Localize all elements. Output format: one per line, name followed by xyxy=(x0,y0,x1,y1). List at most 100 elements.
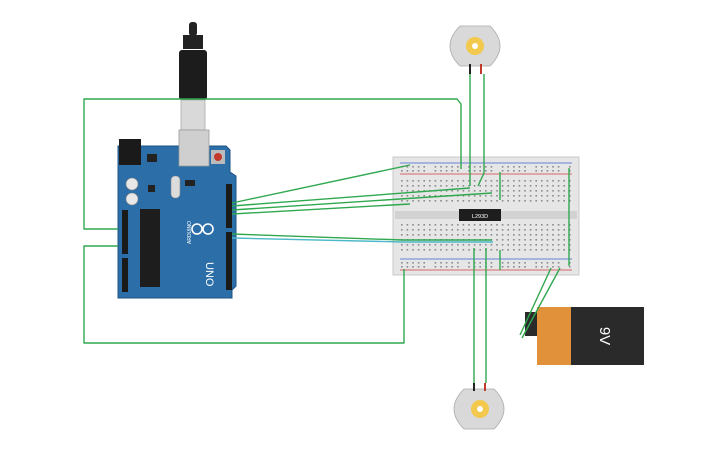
breadboard-hole xyxy=(529,234,532,236)
usb-cable[interactable] xyxy=(179,22,207,131)
wire-5v-loop[interactable] xyxy=(83,98,462,230)
breadboard-hole xyxy=(451,190,453,192)
breadboard-hole xyxy=(524,170,526,172)
breadboard-hole xyxy=(423,180,425,182)
breadboard-hole xyxy=(434,195,437,197)
breadboard-hole xyxy=(417,234,420,236)
breadboard-hole xyxy=(445,180,448,182)
wire-pin-8[interactable] xyxy=(231,237,493,243)
battery-connector xyxy=(525,312,537,336)
breadboard-hole xyxy=(451,244,453,246)
breadboard-hole xyxy=(552,244,554,246)
breadboard-hole xyxy=(541,224,543,226)
breadboard-hole xyxy=(490,190,493,192)
breadboard-hole xyxy=(490,185,493,187)
breadboard-hole xyxy=(557,170,560,172)
breadboard-hole xyxy=(473,200,476,202)
breadboard-hole xyxy=(401,224,403,226)
breadboard-hole xyxy=(440,180,442,182)
battery-9v[interactable]: 9V xyxy=(525,307,644,365)
wire-pin-11[interactable] xyxy=(231,192,493,211)
breadboard-hole xyxy=(462,190,465,192)
breadboard-hole xyxy=(473,180,476,182)
wire-pin-12[interactable] xyxy=(231,187,471,207)
breadboard-hole xyxy=(445,262,448,264)
wire-pin-13[interactable] xyxy=(231,164,411,204)
breadboard-hole xyxy=(490,234,493,236)
breadboard-hole xyxy=(529,180,532,182)
breadboard-hole xyxy=(445,166,448,168)
breadboard-hole xyxy=(557,262,560,264)
breadboard-hole xyxy=(518,239,521,241)
breadboard-hole xyxy=(563,180,565,182)
breadboard-hole xyxy=(417,262,420,264)
breadboard-hole xyxy=(434,200,437,202)
atmega-chip xyxy=(140,209,160,287)
breadboard-hole xyxy=(569,170,571,172)
breadboard-hole xyxy=(507,239,509,241)
breadboard-hole xyxy=(546,234,549,236)
breadboard-hole xyxy=(518,262,521,264)
breadboard-hole xyxy=(417,195,420,197)
breadboard-hole xyxy=(529,190,532,192)
breadboard-hole xyxy=(417,266,420,268)
breadboard-hole xyxy=(569,244,571,246)
breadboard-hole xyxy=(535,185,537,187)
breadboard-hole xyxy=(485,195,487,197)
dc-motor-bottom[interactable] xyxy=(453,383,505,430)
breadboard-hole xyxy=(468,249,470,251)
breadboard-hole xyxy=(507,266,509,268)
breadboard-hole xyxy=(563,234,565,236)
breadboard-hole xyxy=(412,234,414,236)
breadboard-hole xyxy=(423,185,425,187)
breadboard-hole xyxy=(557,195,560,197)
breadboard-hole xyxy=(513,266,515,268)
breadboard-hole xyxy=(445,185,448,187)
breadboard-hole xyxy=(440,200,442,202)
breadboard-hole xyxy=(479,229,481,231)
breadboard-hole xyxy=(557,185,560,187)
breadboard-hole xyxy=(412,262,414,264)
breadboard-hole xyxy=(507,229,509,231)
breadboard-hole xyxy=(529,224,532,226)
wire-pin-9[interactable] xyxy=(231,233,492,241)
breadboard-hole xyxy=(546,224,549,226)
breadboard-hole xyxy=(451,170,453,172)
breadboard-hole xyxy=(468,229,470,231)
breadboard-hole xyxy=(507,249,509,251)
breadboard-hole xyxy=(429,180,431,182)
breadboard-hole xyxy=(546,166,549,168)
breadboard-hole xyxy=(468,180,470,182)
l293d-chip[interactable]: L293D xyxy=(459,209,501,221)
wire-battery-positive[interactable] xyxy=(519,267,552,336)
wire-pin-10[interactable] xyxy=(231,203,411,215)
breadboard-hole xyxy=(501,166,504,168)
voltage-regulator xyxy=(147,154,157,162)
breadboard-hole xyxy=(423,166,425,168)
breadboard-hole xyxy=(569,185,571,187)
breadboard-hole xyxy=(457,229,459,231)
breadboard-hole xyxy=(529,185,532,187)
breadboard-hole xyxy=(412,229,414,231)
breadboard-hole xyxy=(457,180,459,182)
breadboard-hole xyxy=(513,170,515,172)
breadboard-hole xyxy=(479,170,481,172)
breadboard-hole xyxy=(546,249,549,251)
breadboard-hole xyxy=(552,185,554,187)
reset-button-cap[interactable] xyxy=(214,153,222,161)
breadboard-hole xyxy=(490,244,493,246)
dc-motor-top[interactable] xyxy=(449,25,501,74)
breadboard-hole xyxy=(485,200,487,202)
wire-battery-negative[interactable] xyxy=(521,267,561,339)
breadboard-hole xyxy=(524,195,526,197)
arduino-board[interactable]: ARDUINO UNO xyxy=(117,129,237,299)
breadboard-hole xyxy=(524,262,526,264)
breadboard-hole xyxy=(423,224,425,226)
wire-motor-top-b[interactable] xyxy=(477,74,485,187)
breadboard-hole xyxy=(546,185,549,187)
breadboard-hole xyxy=(462,234,465,236)
breadboard-hole xyxy=(507,244,509,246)
wire-gnd-loop[interactable] xyxy=(83,245,405,344)
breadboard-hole xyxy=(501,195,504,197)
breadboard-hole xyxy=(569,234,571,236)
